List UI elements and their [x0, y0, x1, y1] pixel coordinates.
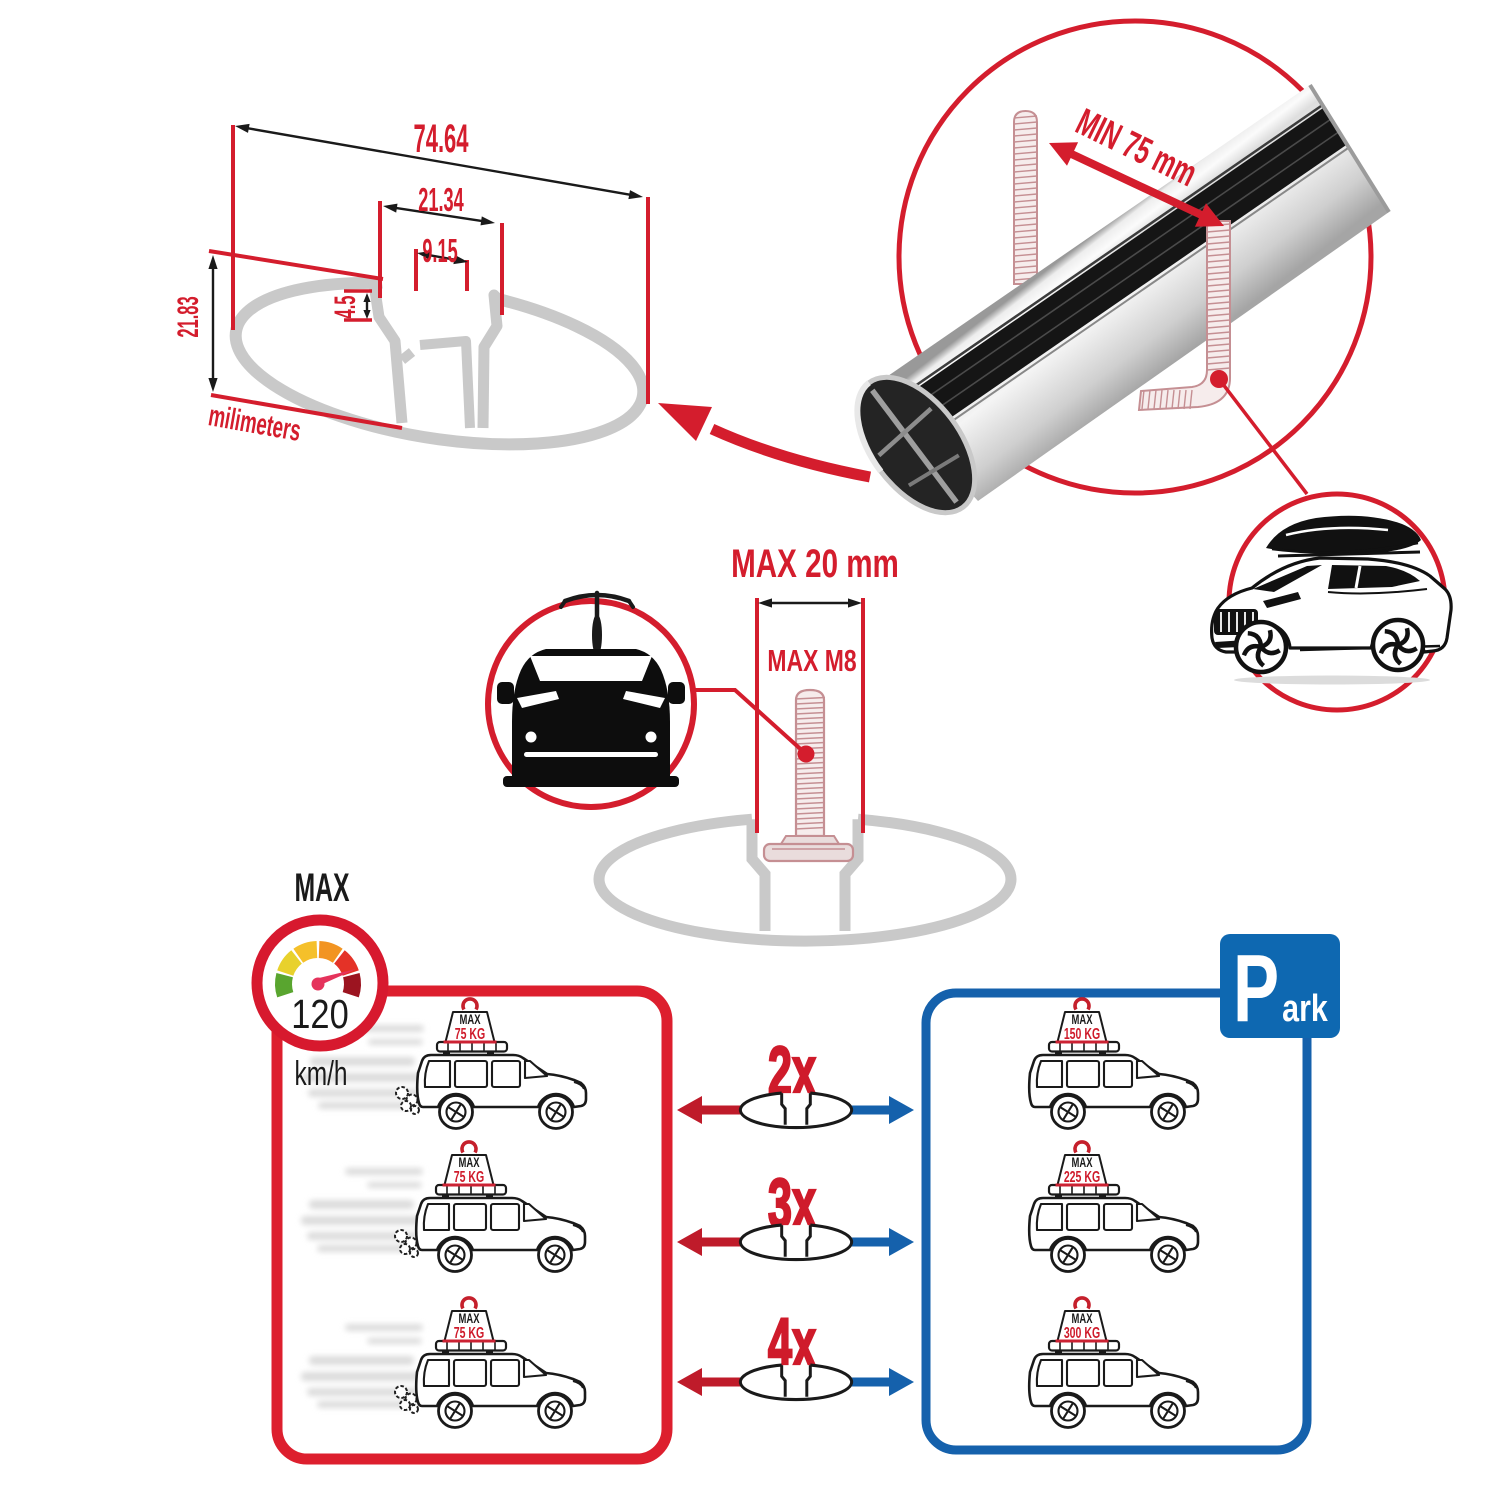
svg-text:300 KG: 300 KG	[1064, 1324, 1100, 1342]
svg-text:MAX M8: MAX M8	[767, 643, 856, 678]
svg-text:MAX 20 mm: MAX 20 mm	[731, 542, 899, 586]
svg-text:120: 120	[291, 992, 348, 1037]
svg-text:74.64: 74.64	[413, 116, 468, 161]
svg-text:ark: ark	[1282, 988, 1328, 1030]
svg-text:75 KG: 75 KG	[454, 1324, 485, 1342]
svg-text:MAX: MAX	[294, 866, 349, 910]
svg-text:75 KG: 75 KG	[455, 1025, 486, 1043]
svg-text:21.83: 21.83	[172, 296, 205, 337]
svg-text:km/h: km/h	[294, 1055, 347, 1093]
svg-text:MAX: MAX	[460, 1012, 481, 1027]
svg-text:225 KG: 225 KG	[1064, 1168, 1100, 1186]
svg-text:9.15: 9.15	[422, 232, 457, 269]
svg-text:MAX: MAX	[1072, 1155, 1093, 1170]
svg-text:P: P	[1233, 934, 1279, 1042]
svg-text:MAX: MAX	[459, 1311, 480, 1326]
svg-text:MAX: MAX	[1072, 1311, 1093, 1326]
svg-text:75 KG: 75 KG	[454, 1168, 485, 1186]
svg-text:MAX: MAX	[459, 1155, 480, 1170]
svg-text:MAX: MAX	[1072, 1012, 1093, 1027]
svg-text:4.5: 4.5	[329, 296, 362, 319]
svg-text:150 KG: 150 KG	[1064, 1025, 1100, 1043]
svg-text:21.34: 21.34	[418, 181, 464, 218]
